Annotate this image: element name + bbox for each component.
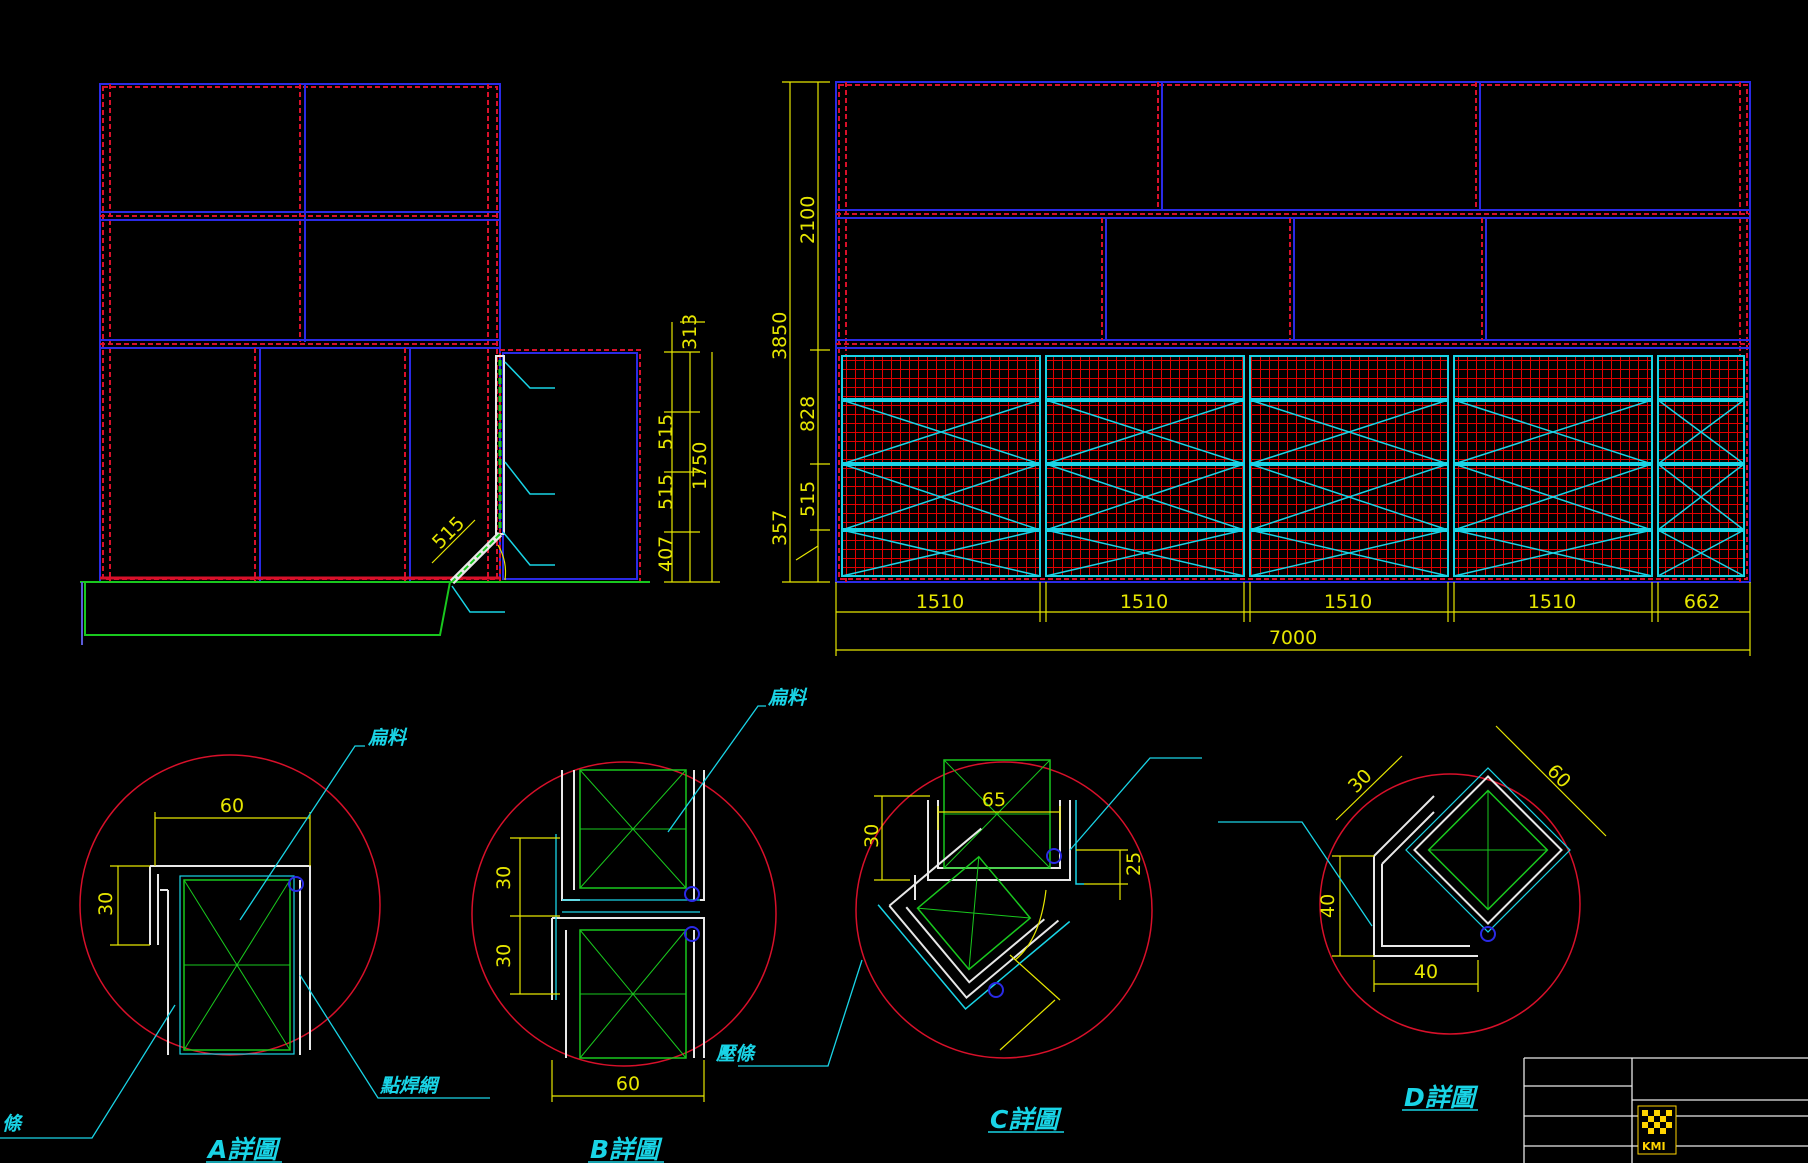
detail-b-title: B詳圖 <box>590 1135 663 1163</box>
detail-a-dim-width: 60 <box>220 795 244 817</box>
bay-width-2: 1510 <box>1120 591 1168 613</box>
detail-d-dim-bottom: 40 <box>1414 961 1438 983</box>
detail-c-dim-right: 25 <box>1123 852 1145 876</box>
company-logo: KMI <box>1637 1105 1677 1155</box>
side-dimensions <box>431 321 720 583</box>
mesh-panel-4 <box>1453 355 1653 577</box>
bay-width-1: 1510 <box>916 591 964 613</box>
dim-515-lower: 515 <box>655 474 677 510</box>
bay-width-5: 662 <box>1684 591 1720 613</box>
detail-b-label-top: 扁料 <box>767 687 808 709</box>
detail-d: 40 40 30 60 D詳圖 <box>1218 725 1607 1112</box>
side-elevation-view: 313 515 515 407 1750 515 <box>80 83 720 645</box>
front-frame <box>835 81 1751 583</box>
dim-2100: 2100 <box>797 196 819 244</box>
company-logo-text: KMI <box>1642 1140 1666 1153</box>
detail-d-title: D詳圖 <box>1404 1083 1479 1112</box>
dim-515: 515 <box>797 481 819 517</box>
detail-a-dim-height: 30 <box>95 892 117 916</box>
detail-a-label-left: 條 <box>2 1113 24 1135</box>
dim-515-upper: 515 <box>655 414 677 450</box>
front-elevation-view: 3850 2100 828 515 357 1510 1510 1510 151… <box>769 81 1751 656</box>
detail-c-dim-width: 65 <box>982 789 1006 811</box>
mesh-panel-2 <box>1045 355 1245 577</box>
front-horizontal-dimension-lines <box>835 582 1751 656</box>
dim-515-slope: 515 <box>428 512 469 553</box>
dim-1750: 1750 <box>689 442 711 490</box>
detail-a: 60 30 扁料 點焊網 條 A詳圖 <box>0 727 490 1163</box>
detail-c-label-bottom: 壓條 <box>715 1043 757 1065</box>
dim-407: 407 <box>655 536 677 572</box>
detail-a-title: A詳圖 <box>206 1135 281 1163</box>
detail-d-dim-top: 30 <box>1344 765 1377 798</box>
detail-b-dim-width: 60 <box>616 1073 640 1095</box>
mesh-panel-1 <box>841 355 1041 577</box>
side-door-panel <box>449 355 555 613</box>
detail-b: 30 30 60 扁料 B詳圖 <box>471 687 808 1163</box>
detail-c-title: C詳圖 <box>990 1105 1062 1134</box>
detail-b-dim-height-bottom: 30 <box>493 944 515 968</box>
front-vertical-dimension-lines <box>782 81 830 583</box>
detail-a-label-top: 扁料 <box>367 727 408 749</box>
dim-828: 828 <box>797 396 819 432</box>
mesh-panels <box>841 355 1745 577</box>
dim-313: 313 <box>679 314 701 350</box>
dim-3850: 3850 <box>769 312 791 360</box>
total-width-7000: 7000 <box>1269 627 1317 649</box>
side-ground-line <box>80 581 650 645</box>
detail-a-label-right: 點焊網 <box>379 1075 441 1097</box>
detail-c: 65 30 25 壓條 C詳圖 <box>715 757 1202 1134</box>
detail-d-dim-diag: 60 <box>1542 760 1575 793</box>
detail-b-dim-height-top: 30 <box>493 866 515 890</box>
side-frame <box>99 83 641 583</box>
detail-c-dim-left: 30 <box>861 824 883 848</box>
detail-d-dim-left: 40 <box>1317 894 1339 918</box>
bay-width-4: 1510 <box>1528 591 1576 613</box>
bay-width-3: 1510 <box>1324 591 1372 613</box>
mesh-panel-5 <box>1657 355 1745 577</box>
mesh-panel-3 <box>1249 355 1449 577</box>
dim-357: 357 <box>769 510 791 546</box>
